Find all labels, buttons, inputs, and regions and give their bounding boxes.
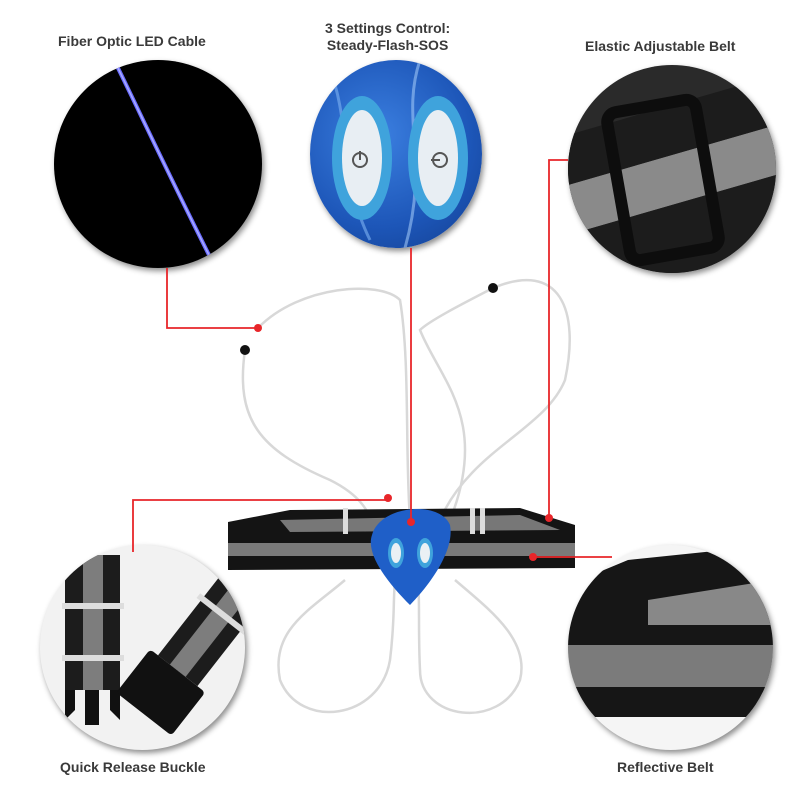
control-unit [370, 508, 451, 605]
elastic-belt-label: Elastic Adjustable Belt [585, 38, 736, 54]
reflective-belt-label: Reflective Belt [617, 759, 714, 775]
glowing-cable-icon [112, 60, 211, 256]
fiber-cable-detail-image [54, 60, 262, 268]
leader-dots [254, 324, 553, 561]
elastic-belt-detail-image [568, 65, 776, 273]
reflective-belt-detail-image [568, 545, 773, 750]
quick-release-buckle-label: Quick Release Buckle [60, 759, 206, 775]
leader-lines [132, 159, 612, 558]
control-detail-image [310, 60, 482, 248]
left-control-button [332, 96, 392, 220]
cable-end-cap-right [488, 283, 498, 293]
cable-end-cap-left [240, 345, 250, 355]
settings-control-label-line1: 3 Settings Control: [325, 20, 451, 36]
buckle-male-icon [62, 555, 124, 725]
buckle-detail-image [40, 545, 245, 750]
slider-buckle-icon [601, 93, 725, 267]
fiber-optic-cable [241, 278, 571, 715]
settings-control-label: 3 Settings Control: Steady-Flash-SOS [325, 20, 450, 54]
settings-control-label-line2: Steady-Flash-SOS [326, 37, 449, 53]
right-control-button [408, 96, 468, 220]
fiber-optic-cable-label: Fiber Optic LED Cable [58, 33, 206, 49]
